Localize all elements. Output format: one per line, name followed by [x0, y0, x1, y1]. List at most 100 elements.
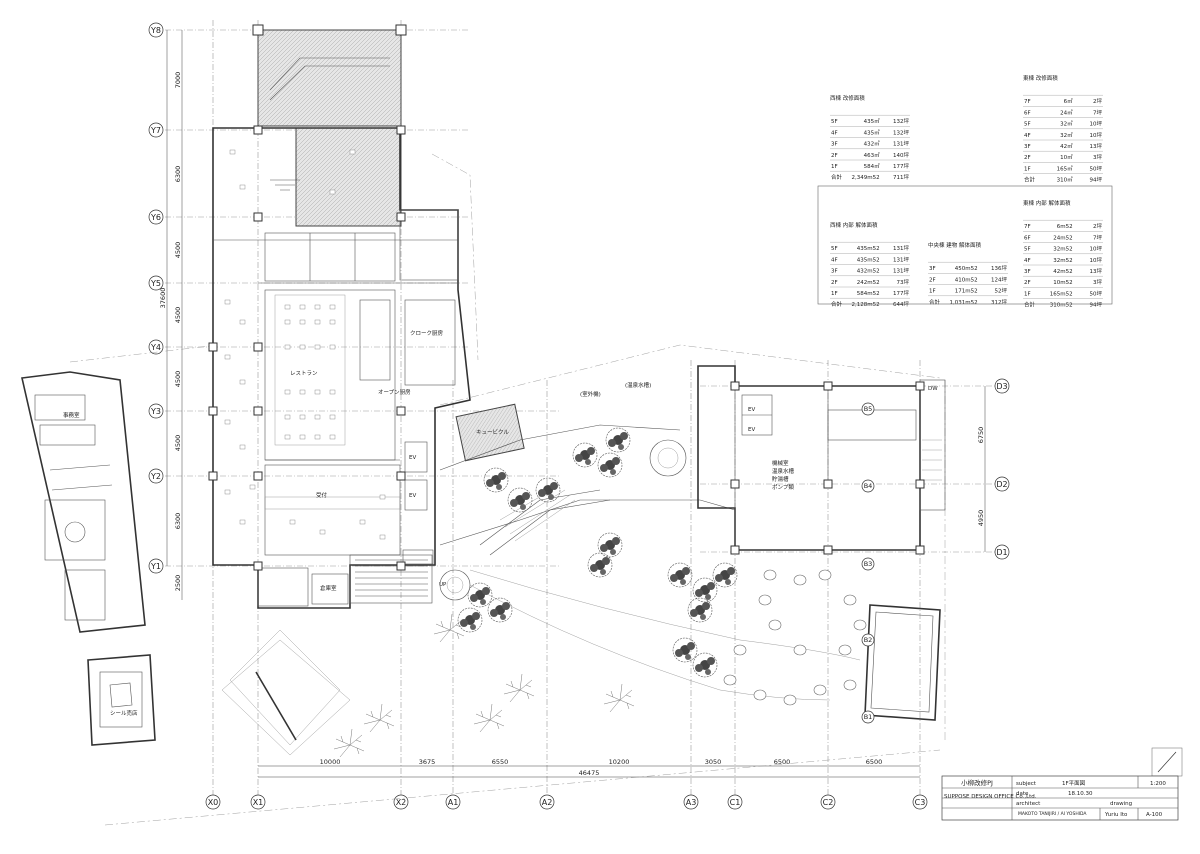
- area-table-cell: 2坪: [1093, 97, 1102, 105]
- east-ev-label-1: EV: [748, 407, 755, 413]
- area-table-cell: 5F: [1024, 122, 1031, 128]
- svg-text:4500: 4500: [174, 307, 182, 324]
- svg-text:3675: 3675: [419, 758, 436, 766]
- area-table-cell: 42㎡: [1060, 142, 1073, 150]
- area-table-cell: 10坪: [1090, 256, 1103, 264]
- grid-bubble-a3: A3: [683, 794, 699, 810]
- demolition-table-frame: [817, 185, 1113, 305]
- area-table-cell: 1F: [831, 291, 838, 297]
- svg-text:温泉水槽: 温泉水槽: [772, 467, 795, 475]
- area-table-cell: 3F: [1024, 144, 1031, 150]
- up-label: UP: [439, 582, 447, 588]
- area-table-cell: 32㎡: [1060, 131, 1073, 139]
- area-table-cell: 132坪: [893, 117, 909, 125]
- outdoor-unit-label: (室外機): [580, 390, 601, 398]
- svg-text:6500: 6500: [774, 758, 791, 766]
- svg-text:X2: X2: [396, 798, 407, 807]
- grid-bubble-d2: D2: [994, 476, 1010, 492]
- area-table-title: 東棟 改修面積: [1023, 74, 1058, 82]
- grid-bubble-y6: Y6: [148, 209, 164, 225]
- seal-shop-label: シール売店: [110, 709, 138, 717]
- area-table-cell: 1F: [929, 289, 936, 295]
- open-kitchen-label: オープン厨房: [378, 388, 411, 396]
- landscape-paths: [439, 424, 861, 701]
- area-table-cell: 131坪: [893, 244, 909, 252]
- grid-bubble-a1: A1: [445, 794, 461, 810]
- reception-label: 受付: [316, 491, 328, 499]
- area-table-cell: 432m52: [857, 269, 880, 275]
- area-table-cell: 177坪: [893, 289, 909, 297]
- svg-text:4500: 4500: [174, 371, 182, 388]
- area-table-title: 東棟 内部 解体面積: [1023, 199, 1071, 207]
- ev-label-1: EV: [409, 455, 416, 461]
- area-table-cell: 6F: [1024, 110, 1031, 116]
- parking-ramp: [221, 629, 351, 756]
- area-table-cell: 10坪: [1090, 245, 1103, 253]
- area-table-cell: 131坪: [893, 267, 909, 275]
- grid-bubble-y7: Y7: [148, 122, 164, 138]
- area-table-cell: 435㎡: [864, 128, 880, 136]
- hot-spring-tank-label: (温泉水槽): [625, 381, 651, 389]
- area-table-cell: 140坪: [893, 151, 909, 159]
- area-table-cell: 132坪: [893, 128, 909, 136]
- svg-text:ポンプ類: ポンプ類: [772, 483, 794, 491]
- east-building: [697, 365, 946, 721]
- area-table-cell: 2F: [1024, 280, 1031, 286]
- svg-text:4500: 4500: [174, 435, 182, 452]
- svg-text:6550: 6550: [492, 758, 509, 766]
- area-table-cell: 50坪: [1090, 164, 1103, 172]
- area-table-cell: 165㎡: [1057, 164, 1073, 172]
- cloak-label: クローク厨房: [410, 329, 444, 337]
- area-table-cell: 435㎡: [864, 117, 880, 125]
- subject-label: subject: [1016, 781, 1037, 787]
- area-table-cell: 73坪: [897, 278, 910, 286]
- svg-text:2500: 2500: [174, 575, 182, 592]
- cubicle-label: キュービクル: [476, 428, 509, 436]
- area-table-cell: 5F: [1024, 247, 1031, 253]
- area-table-cell: 32㎡: [1060, 120, 1073, 128]
- svg-text:Y7: Y7: [150, 126, 161, 135]
- area-table-cell: 10m52: [1053, 280, 1072, 286]
- ev-label-2: EV: [409, 493, 416, 499]
- office-name: SUPPOSE DESIGN OFFICE Co.,Ltd.: [944, 794, 1037, 800]
- horizontal-dimensions: 10000 3675 6550 10200 3050 6500 6500 464…: [258, 758, 920, 778]
- area-table-cell: 7F: [1024, 224, 1031, 230]
- area-table-total-cell: 合計: [1024, 301, 1036, 309]
- area-table-cell: 2F: [929, 277, 936, 283]
- west-annex: [21, 371, 156, 746]
- area-table-cell: 7坪: [1093, 233, 1102, 241]
- office-label: 事務室: [63, 411, 80, 419]
- svg-text:A3: A3: [686, 798, 697, 807]
- svg-text:Y5: Y5: [150, 279, 161, 288]
- area-table-cell: 131坪: [893, 140, 909, 148]
- area-table-cell: 4F: [1024, 133, 1031, 139]
- area-table-cell: 2F: [831, 153, 838, 159]
- area-table-cell: 4F: [1024, 258, 1031, 264]
- svg-text:C3: C3: [915, 798, 926, 807]
- area-table-cell: 124坪: [991, 275, 1007, 283]
- trees: [333, 427, 738, 758]
- scale-value: 1:200: [1150, 781, 1166, 787]
- svg-text:Y8: Y8: [150, 26, 161, 35]
- area-table-cell: 165m52: [1050, 291, 1073, 297]
- vertical-dimensions: 7000 6300 4500 4500 4500 4500 6300 2500 …: [159, 30, 986, 600]
- north-hatched-block: [252, 24, 407, 227]
- area-table-cell: 42m52: [1053, 269, 1072, 275]
- area-table-cell: 432㎡: [864, 140, 880, 148]
- grid-bubble-y2: Y2: [148, 468, 164, 484]
- date-value: 18.10.30: [1068, 791, 1093, 797]
- svg-text:4950: 4950: [977, 510, 985, 527]
- area-table-title: 西棟 内部 解体面積: [830, 221, 878, 229]
- svg-text:37600: 37600: [159, 288, 167, 309]
- area-table-total-cell: 合計: [929, 298, 941, 306]
- area-table-cell: 3F: [831, 142, 838, 148]
- grid-bubble-d3: D3: [994, 378, 1010, 394]
- area-table-cell: 242m52: [857, 280, 880, 286]
- area-table-cell: 10坪: [1090, 131, 1103, 139]
- svg-text:D3: D3: [996, 382, 1007, 391]
- area-table-cell: 3F: [1024, 269, 1031, 275]
- area-table-cell: 136坪: [991, 264, 1007, 272]
